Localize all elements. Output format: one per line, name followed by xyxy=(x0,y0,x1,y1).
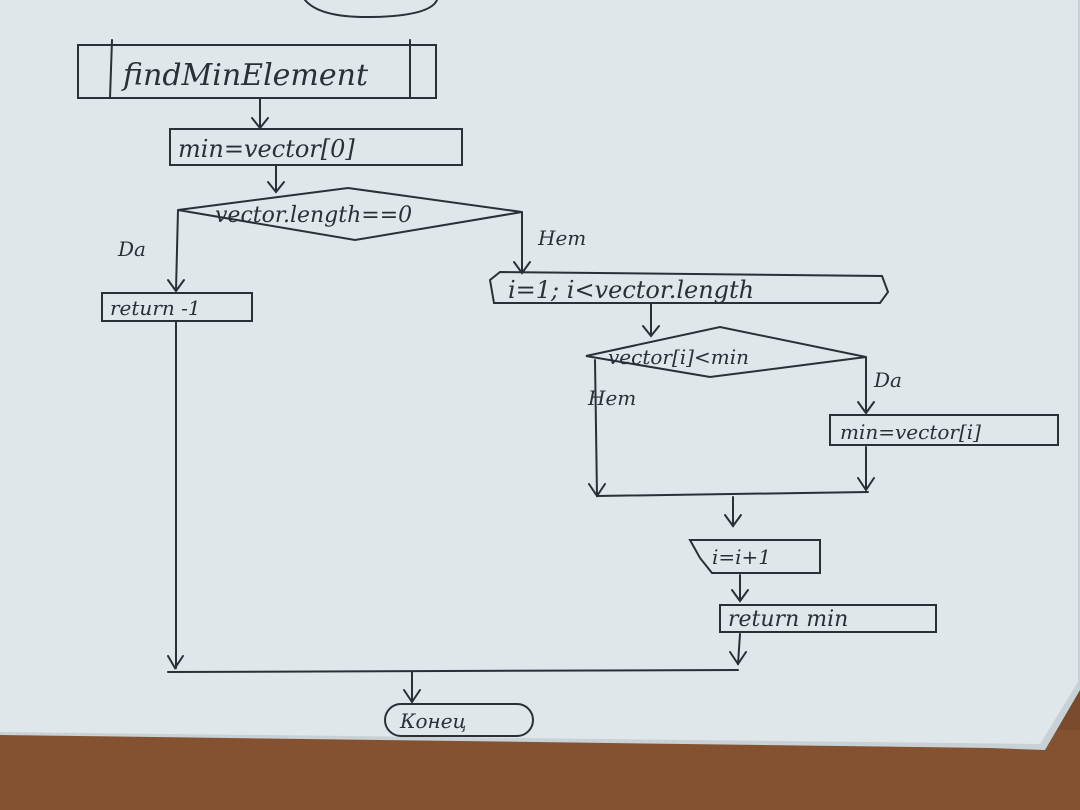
arrowhead-assign-down xyxy=(857,477,875,492)
procedure-box-shape xyxy=(77,44,437,99)
previous-terminator-shape xyxy=(304,0,438,19)
init-box-shape xyxy=(169,128,463,166)
init-label: min=vector[0] xyxy=(178,135,355,163)
yes-label-1: Da xyxy=(117,237,146,261)
arrowhead-5 xyxy=(731,589,749,603)
arrowhead-yes-2 xyxy=(857,401,875,415)
arrowhead-3 xyxy=(642,325,660,338)
decision-compare-label: vector[i]<min xyxy=(608,345,749,369)
end-label: Конец xyxy=(399,709,466,733)
loop-label: i=1; i<vector.length xyxy=(508,276,754,304)
paper-sheet xyxy=(0,0,1078,744)
arrowhead-4 xyxy=(724,514,742,528)
arrowhead-left-return xyxy=(167,655,184,670)
ink-strokes xyxy=(77,0,1059,737)
return-fail-box-shape xyxy=(101,292,253,322)
arrowhead-return-min xyxy=(729,651,747,666)
return-min-box-shape xyxy=(719,604,937,633)
procedure-box-left-bar xyxy=(109,39,113,99)
yes-branch-line xyxy=(175,209,179,291)
merge-line xyxy=(596,491,869,497)
decision-empty-label: vector.length==0 xyxy=(215,203,412,228)
return-min-down-line xyxy=(737,633,741,665)
arrowhead-6 xyxy=(403,689,421,704)
increment-label: i=i+1 xyxy=(712,545,771,569)
assign-box-shape xyxy=(829,414,1059,446)
end-terminator-shape xyxy=(384,703,534,737)
yes-label-2: Da xyxy=(873,368,902,392)
arrowhead-2 xyxy=(267,181,285,194)
bottom-merge-line xyxy=(167,669,739,673)
increment-box-shape xyxy=(688,539,821,574)
loop-box-shape xyxy=(488,270,890,304)
arrowhead-yes-1 xyxy=(167,279,185,293)
no-label-1: Нет xyxy=(537,226,586,250)
assign-label: min=vector[i] xyxy=(840,420,981,444)
procedure-name: findMinElement xyxy=(121,58,369,93)
return-min-label: return min xyxy=(728,607,848,632)
no-label-2: Нет xyxy=(587,386,636,410)
no-branch-2-line xyxy=(594,359,598,497)
return-fail-label: return -1 xyxy=(110,296,201,320)
